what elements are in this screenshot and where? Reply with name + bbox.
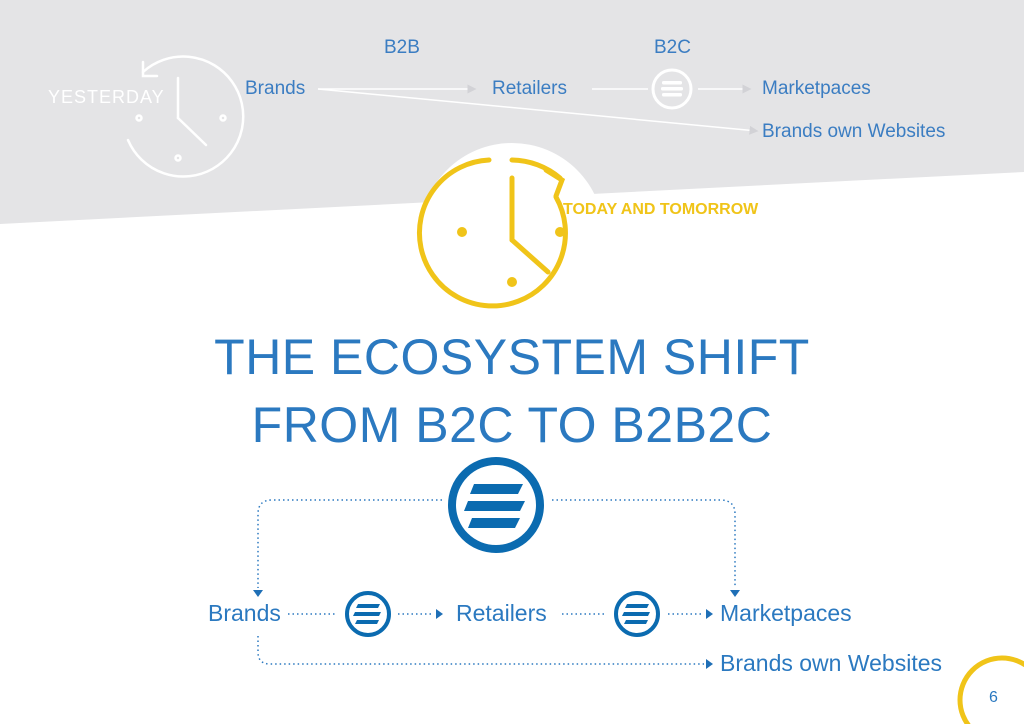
yesterday-platform-logo-icon <box>651 68 693 110</box>
flow-marketplaces-label: Marketpaces <box>720 600 852 626</box>
headline-line-1: THE ECOSYSTEM SHIFT <box>214 329 810 385</box>
headline-line-2: FROM B2C TO B2B2C <box>251 397 773 453</box>
b2b-label: B2B <box>384 37 420 58</box>
page-number-ring <box>957 655 1024 724</box>
yesterday-retailers-label: Retailers <box>492 78 567 99</box>
brands-retailers-platform-logo-icon <box>345 591 391 637</box>
flow-brands-label: Brands <box>208 600 281 626</box>
ecosystem-dotted-connectors <box>257 499 736 665</box>
retailers-marketplaces-platform-logo-icon <box>614 591 660 637</box>
clock-forward-icon <box>416 157 568 309</box>
flow-brand-websites-label: Brands own Websites <box>720 650 943 676</box>
page-number: 6 <box>989 689 998 706</box>
flow-retailers-label: Retailers <box>456 600 547 626</box>
today-tomorrow-label: TODAY AND TOMORROW <box>563 201 759 218</box>
yesterday-brand-websites-label: Brands own Websites <box>762 121 946 142</box>
yesterday-label: YESTERDAY <box>48 87 165 107</box>
yesterday-brands-label: Brands <box>245 78 306 99</box>
yesterday-marketplaces-label: Marketpaces <box>762 78 871 99</box>
b2c-label: B2C <box>654 37 691 58</box>
yesterday-flow-lines <box>317 84 759 135</box>
ecosystem-arrowheads <box>253 590 740 669</box>
main-platform-logo-icon <box>448 457 544 553</box>
clock-rewind-icon <box>126 55 245 178</box>
top-grey-band <box>0 0 1024 224</box>
